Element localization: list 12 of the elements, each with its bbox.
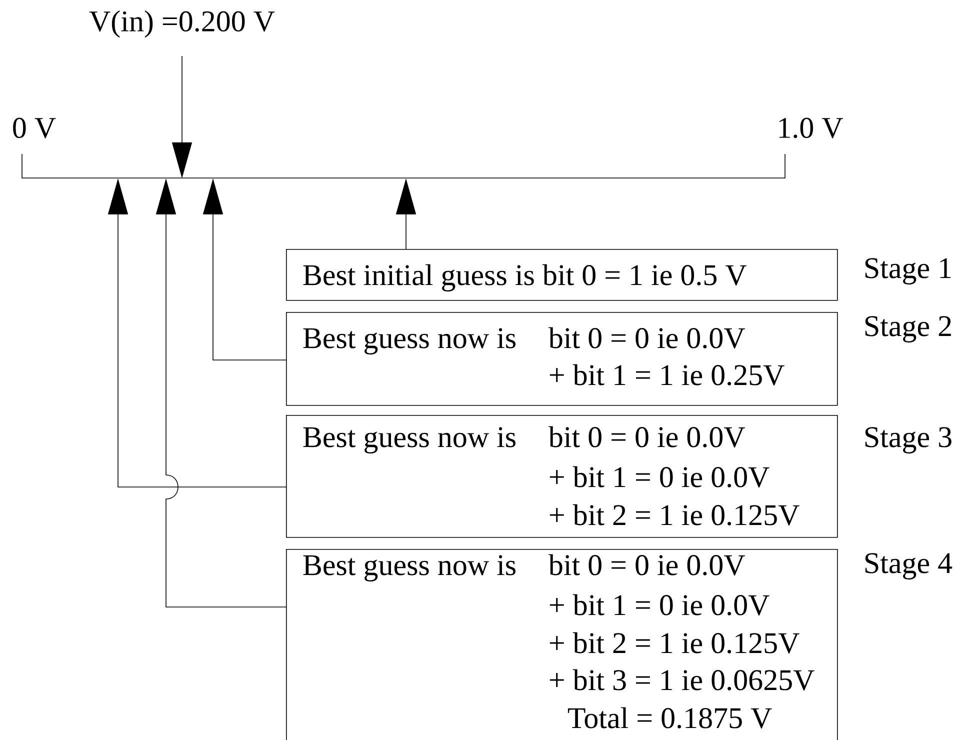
scale-label: 0 V [13, 118, 56, 138]
stage-label: Stage 2 [865, 316, 951, 342]
input-label: V(in) =0.200 V [89, 10, 275, 38]
stage-label: Stage 3 [865, 427, 952, 454]
stage-label: Stage 1 [865, 258, 951, 284]
stage-box: Best guess now is bit 0 = 0 ie 0.0V + bit 1 = 0 ie 0.0V + bit 2 = 1 ie 0.125V [286, 415, 838, 538]
stage-box: Best guess now is bit 0 = 0 ie 0.0V + bit 1 = 0 ie 0.0V + bit 2 = 1 ie 0.125V + bit 3 = 1 ie 0.0625V Total = 0.1875 V [286, 549, 838, 740]
scale-label: 1.0 V [779, 118, 843, 138]
stage-label: Stage 4 [865, 553, 952, 580]
stage-box: Best guess now is bit 0 = 0 ie 0.0V + bit 1 = 1 ie 0.25V [286, 312, 838, 406]
voltage-scale [22, 154, 786, 178]
stage-box: Best initial guess is bit 0 = 1 ie 0.5 V [286, 249, 838, 301]
